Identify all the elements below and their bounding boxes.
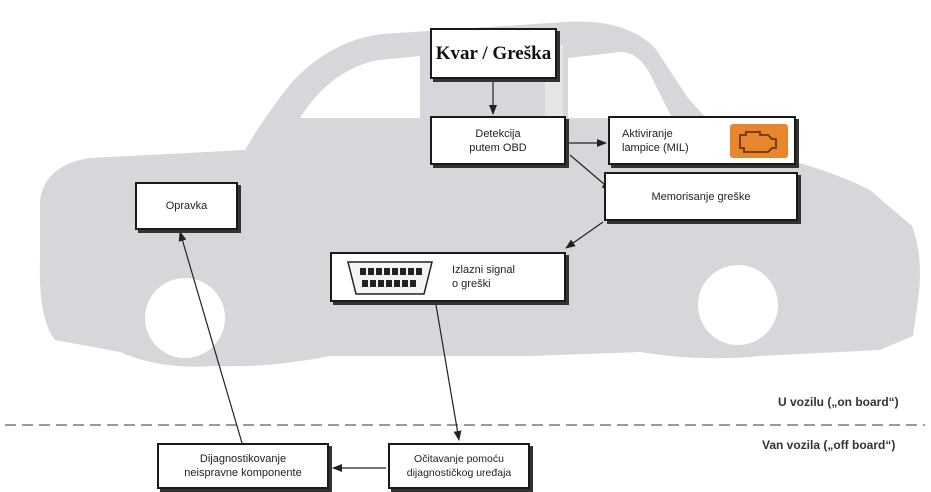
mil-box: Aktiviranje lampice (MIL)	[608, 116, 796, 165]
fault-label: Kvar / Greška	[435, 42, 552, 64]
car-silhouette	[39, 21, 920, 367]
car-window	[568, 52, 672, 118]
mil-label: Aktiviranje lampice (MIL)	[622, 127, 689, 154]
reading-label: Očitavanje pomoću dijagnostičkog uređaja	[406, 453, 512, 479]
front-wheel	[145, 278, 225, 358]
detection-label: Detekcija putem OBD	[469, 127, 527, 154]
memory-label: Memorisanje greške	[651, 190, 751, 203]
onboard-label: U vozilu („on board“)	[778, 395, 899, 409]
detection-box: Detekcija putem OBD	[430, 116, 566, 165]
output-box: Izlazni signal o greški	[330, 252, 566, 302]
memory-box: Memorisanje greške	[604, 172, 798, 221]
fault-box: Kvar / Greška	[430, 28, 557, 79]
arrow-diagnosis-to-repair	[178, 231, 243, 444]
diagnosis-label: Dijagnostikovanje neispravne komponente	[184, 453, 302, 479]
car-window	[300, 56, 420, 118]
reading-box: Očitavanje pomoću dijagnostičkog uređaja	[388, 443, 530, 489]
output-label: Izlazni signal o greški	[452, 264, 515, 290]
obd-connector-icon	[347, 261, 433, 295]
diagnosis-box: Dijagnostikovanje neispravne komponente	[157, 443, 329, 489]
engine-warning-icon	[730, 124, 788, 158]
repair-label: Opravka	[165, 200, 208, 212]
rear-wheel	[698, 265, 778, 345]
arrow-output-to-reading	[435, 304, 462, 441]
repair-box: Opravka	[135, 182, 238, 230]
offboard-label: Van vozila („off board“)	[762, 438, 896, 452]
car-body	[39, 21, 920, 367]
arrow-memory-to-output	[565, 221, 604, 249]
